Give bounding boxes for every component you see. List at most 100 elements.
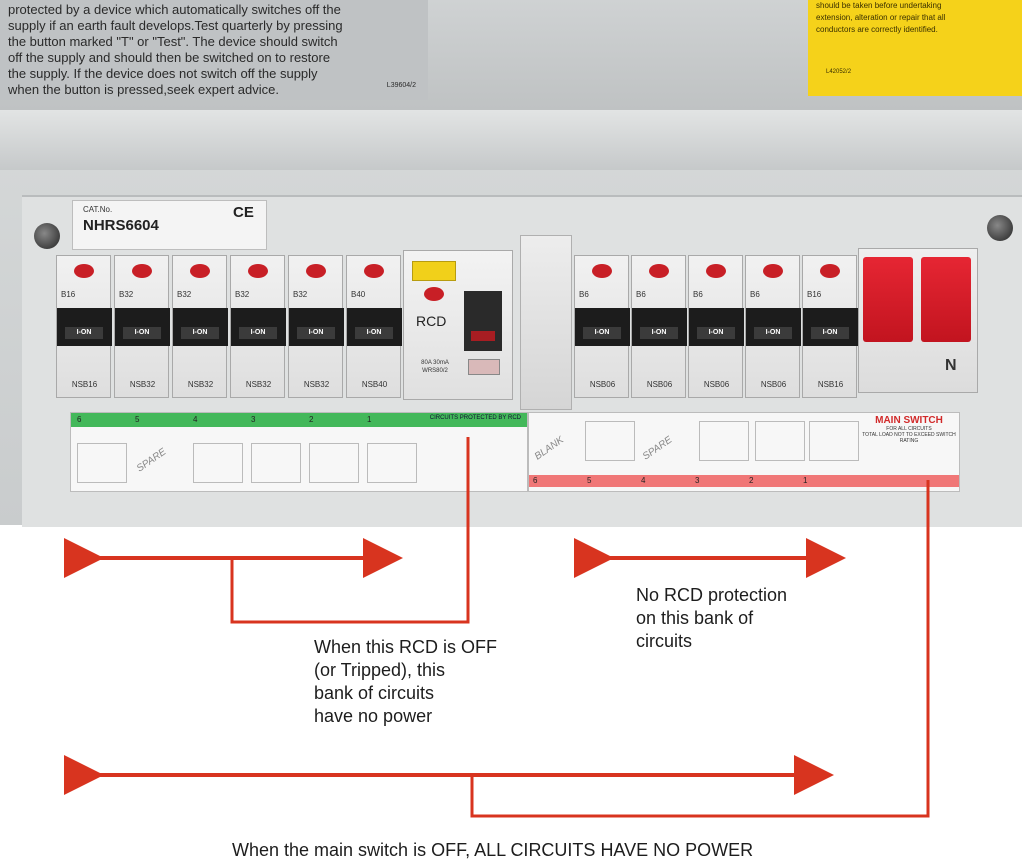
toggle-state: I-ON (697, 327, 735, 339)
breaker-toggle[interactable]: I-ON (173, 308, 228, 346)
breaker-model: NSB06 (589, 380, 616, 389)
no-rcd-note: No RCD protection on this bank of circui… (636, 584, 787, 653)
light-symbol-icon (585, 421, 635, 461)
breaker-toggle[interactable]: I-ON (347, 308, 402, 346)
circuit-number: 3 (695, 476, 700, 485)
circuit-number: 2 (309, 415, 314, 424)
breaker-rating: B32 (235, 290, 250, 299)
breaker-model: NSB16 (71, 380, 98, 389)
breaker-rating: B6 (693, 290, 703, 299)
blank-module (520, 235, 572, 410)
breaker-4[interactable]: B32 I-ON NSB32 (230, 255, 286, 398)
rcd-test-button[interactable] (412, 261, 456, 281)
breaker-rating: B32 (177, 290, 192, 299)
toggle-state: I-ON (239, 327, 277, 339)
catalogue-label: CAT.No. NHRS6604 CE (72, 200, 267, 250)
breaker-rating: B32 (119, 290, 134, 299)
breaker-9[interactable]: B6 I-ON NSB06 (688, 255, 744, 398)
breaker-toggle[interactable]: I-ON (231, 308, 286, 346)
rcd-label: RCD (416, 313, 447, 329)
main-switch-paddle-neutral[interactable] (921, 257, 971, 342)
main-switch-connector-line (470, 480, 930, 818)
yellow-line-3: conductors are correctly identified. (816, 25, 938, 34)
breaker-toggle[interactable]: I-ON (746, 308, 801, 346)
breaker-toggle[interactable]: I-ON (689, 308, 744, 346)
yellow-line-1: should be taken before undertaking (816, 1, 942, 10)
breaker-model: NSB32 (303, 380, 330, 389)
screw-right-icon (987, 215, 1013, 241)
alarm-symbol-icon (809, 421, 859, 461)
breaker-1[interactable]: B16 I-ON NSB16 (56, 255, 112, 398)
breaker-6[interactable]: B40 I-ON NSB40 (346, 255, 402, 398)
toggle-state: I-ON (297, 327, 335, 339)
breaker-rating: B16 (807, 290, 822, 299)
breaker-7[interactable]: B6 I-ON NSB06 (574, 255, 630, 398)
brand-logo-icon (248, 264, 268, 278)
breaker-model: NSB32 (129, 380, 156, 389)
circuit-chart-rcd-bank: CIRCUITS PROTECTED BY RCD 6 5 4 3 2 1 SP… (70, 412, 528, 492)
warning-line-5: the supply. If the device does not switc… (8, 66, 318, 81)
breaker-rating: B6 (579, 290, 589, 299)
main-switch-chart-label: MAIN SWITCH FOR ALL CIRCUITS TOTAL LOAD … (859, 415, 959, 471)
rcd-connector-line (230, 437, 470, 624)
brand-logo-icon (592, 264, 612, 278)
breaker-toggle[interactable]: I-ON (57, 308, 112, 346)
light-symbol-icon (755, 421, 805, 461)
breaker-11[interactable]: B16 I-ON NSB16 (802, 255, 858, 398)
no-rcd-line-3: circuits (636, 631, 693, 651)
circuit-number: 6 (77, 415, 82, 424)
toggle-state: I-ON (181, 327, 219, 339)
breaker-toggle[interactable]: I-ON (575, 308, 630, 346)
main-switch-subtitle: FOR ALL CIRCUITS (886, 426, 932, 432)
breaker-toggle[interactable]: I-ON (289, 308, 344, 346)
brand-logo-icon (190, 264, 210, 278)
light-symbol-icon (699, 421, 749, 461)
breaker-model: NSB32 (245, 380, 272, 389)
rcd-bank-strip-title: CIRCUITS PROTECTED BY RCD (429, 415, 521, 421)
breaker-model: NSB06 (703, 380, 730, 389)
rcd-toggle[interactable] (464, 291, 502, 351)
toggle-state: I-ON (355, 327, 393, 339)
breaker-3[interactable]: B32 I-ON NSB32 (172, 255, 228, 398)
circuit-symbol-icon (77, 443, 127, 483)
breaker-rating: B6 (750, 290, 760, 299)
rcd-off-note: When this RCD is OFF (or Tripped), this … (314, 636, 497, 728)
main-switch-note: TOTAL LOAD NOT TO EXCEED SWITCH RATING (862, 432, 956, 444)
warning-line-2: supply if an earth fault develops.Test q… (8, 18, 343, 33)
rcd-note-line-4: have no power (314, 706, 433, 726)
breaker-5[interactable]: B32 I-ON NSB32 (288, 255, 344, 398)
toggle-state: I-ON (583, 327, 621, 339)
toggle-state: I-ON (123, 327, 161, 339)
breaker-toggle[interactable]: I-ON (632, 308, 687, 346)
breaker-toggle[interactable]: I-ON (803, 308, 858, 346)
unit-model: NHRS6604 (83, 217, 159, 234)
identification-warning-label: should be taken before undertaking exten… (808, 0, 1022, 96)
main-switch[interactable]: N (858, 248, 978, 393)
ce-mark: CE (233, 204, 254, 221)
breaker-model: NSB40 (361, 380, 388, 389)
breaker-toggle[interactable]: I-ON (115, 308, 170, 346)
circuit-number: 3 (251, 415, 256, 424)
yellow-code: L42052/2 (826, 69, 852, 75)
breaker-model: NSB16 (817, 380, 844, 389)
breaker-8[interactable]: B6 I-ON NSB06 (631, 255, 687, 398)
brand-logo-icon (306, 264, 326, 278)
circuit-chart-main-bank: BLANK SPARE MAIN SWITCH FOR ALL CIRCUITS… (528, 412, 960, 492)
breaker-model: NSB06 (646, 380, 673, 389)
rcd-rating: 80A 30mA WRS80/2 (421, 360, 449, 374)
toggle-state: I-ON (640, 327, 678, 339)
main-bank-strip: 6 5 4 3 2 1 (529, 475, 959, 487)
main-switch-note: When the main switch is OFF, ALL CIRCUIT… (232, 840, 754, 860)
rcd-bank-strip: CIRCUITS PROTECTED BY RCD (71, 413, 527, 427)
breaker-model: NSB32 (187, 380, 214, 389)
yellow-line-2: extension, alteration or repair that all (816, 13, 946, 22)
rcd-device[interactable]: RCD 80A 30mA WRS80/2 (403, 250, 513, 400)
brand-logo-icon (364, 264, 384, 278)
main-switch-title: MAIN SWITCH (875, 415, 943, 426)
breaker-2[interactable]: B32 I-ON NSB32 (114, 255, 170, 398)
breaker-10[interactable]: B6 I-ON NSB06 (745, 255, 801, 398)
no-rcd-line-1: No RCD protection (636, 585, 788, 605)
circuit-number: 5 (135, 415, 140, 424)
circuit-number: 1 (803, 476, 808, 485)
main-switch-paddle-live[interactable] (863, 257, 913, 342)
